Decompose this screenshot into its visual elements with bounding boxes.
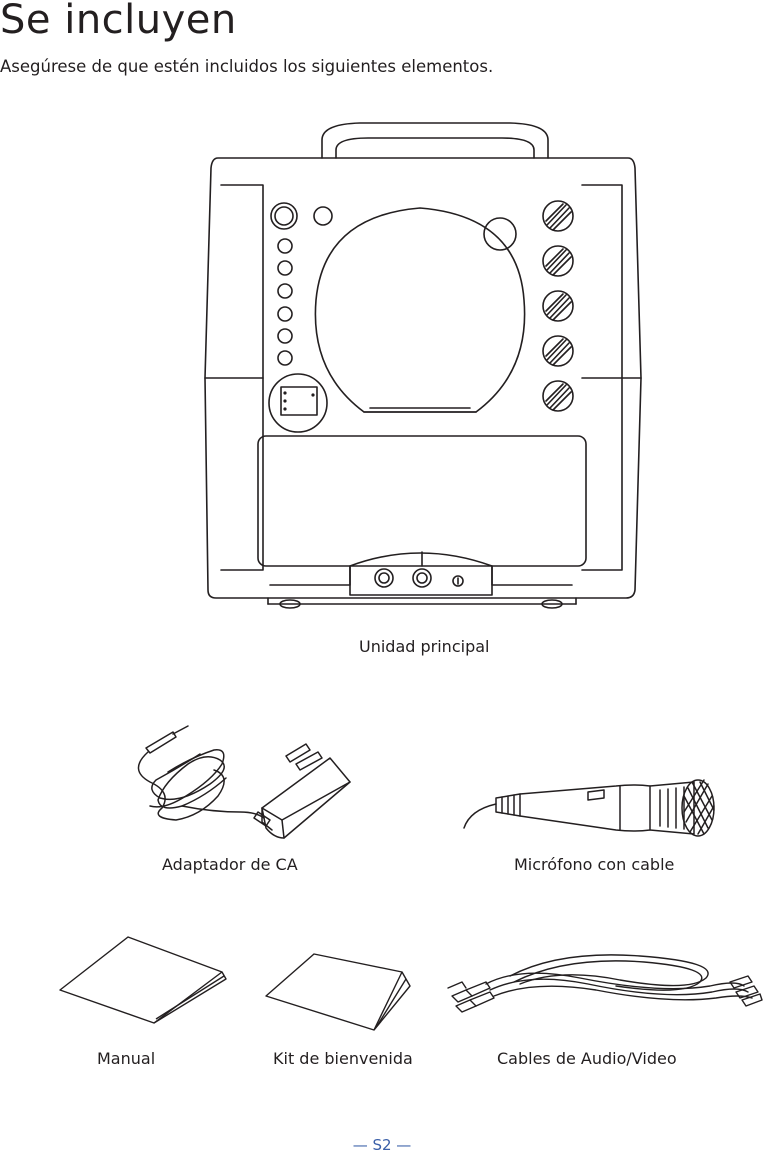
ac-adapter-caption: Adaptador de CA	[162, 855, 298, 874]
manual-caption: Manual	[97, 1049, 156, 1068]
page-title: Se incluyen	[0, 0, 237, 43]
page-number: — S2 —	[352, 1136, 412, 1154]
ac-adapter-illustration	[128, 722, 358, 842]
welcome-kit-illustration	[262, 948, 414, 1034]
av-cables-illustration	[446, 948, 764, 1012]
welcome-kit-caption: Kit de bienvenida	[273, 1049, 413, 1068]
microphone-illustration	[460, 775, 720, 835]
page-subtitle: Asegúrese de que estén incluidos los sig…	[0, 57, 494, 76]
manual-illustration	[56, 932, 232, 1026]
microphone-caption: Micrófono con cable	[514, 855, 675, 874]
main-unit-caption: Unidad principal	[359, 637, 490, 656]
main-unit-illustration	[200, 120, 645, 610]
av-cables-caption: Cables de Audio/Video	[497, 1049, 677, 1068]
